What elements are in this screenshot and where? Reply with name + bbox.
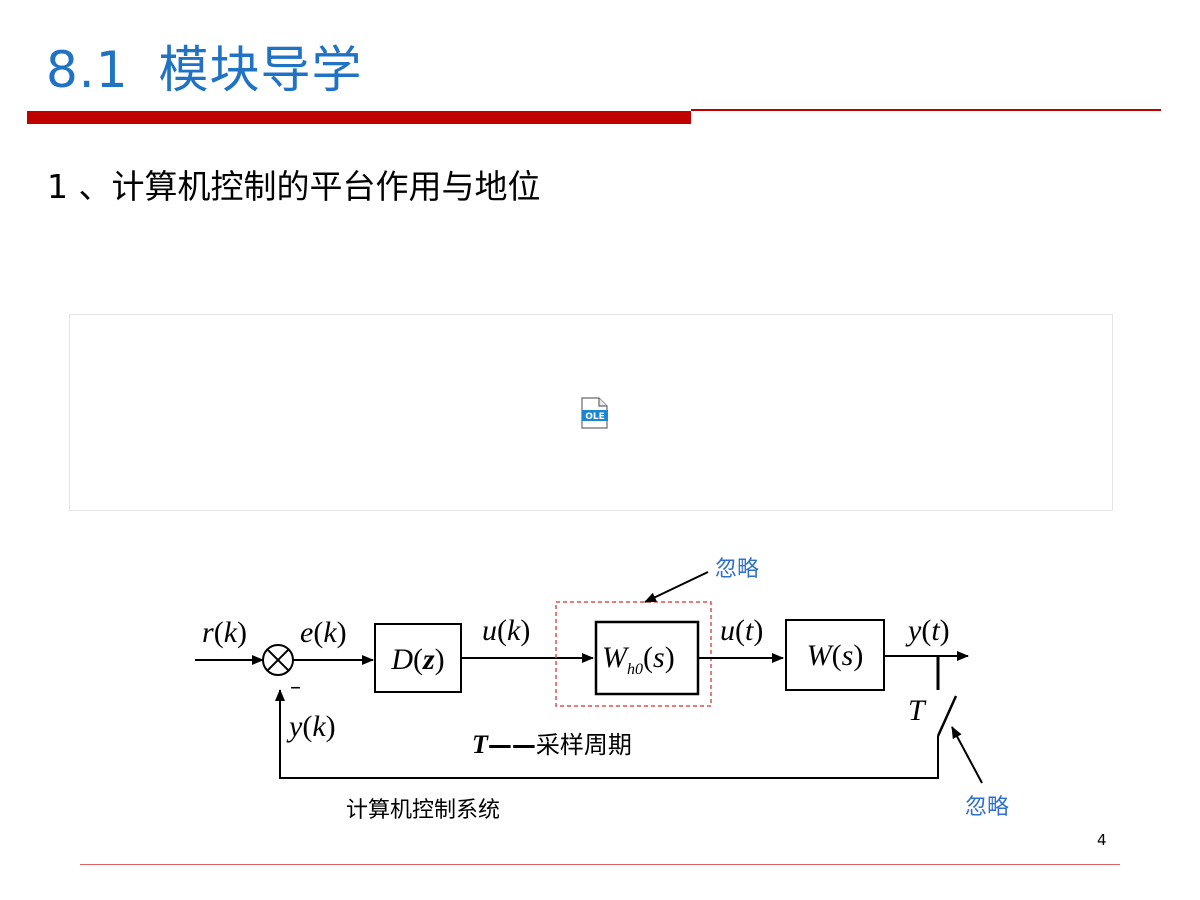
ignore-annotation-bottom: 忽略 — [965, 795, 1009, 820]
sampler-period-label: T — [908, 694, 927, 727]
slide-title: 8.1 模块导学 — [46, 30, 363, 102]
page-number: 4 — [1097, 831, 1107, 849]
ignored-region-box — [555, 601, 712, 707]
ole-object-icon[interactable]: OLE — [579, 397, 611, 429]
feedback-path — [275, 689, 939, 779]
footer-rule — [80, 864, 1120, 865]
output-signal-label: y(t) — [905, 614, 950, 647]
control-system-diagram: r(k) – e(k) D(z) u(k) Wh0(s) u(t) W(s) y… — [0, 540, 1200, 840]
control-signal-label: u(k) — [482, 614, 530, 647]
sampler-switch — [936, 695, 958, 737]
ignore-arrow-bottom — [951, 726, 983, 784]
hold-label: Wh0(s) — [602, 641, 675, 678]
ole-icon-label: OLE — [585, 412, 605, 422]
ignore-annotation-top: 忽略 — [715, 557, 759, 582]
input-signal-label: r(k) — [202, 616, 247, 649]
ole-object-frame[interactable] — [69, 314, 1113, 511]
plant-block — [785, 619, 885, 691]
hold-block — [594, 620, 700, 696]
title-text: 模块导学 — [158, 41, 363, 99]
plant-label: W(s) — [807, 639, 864, 672]
diagram-caption: 计算机控制系统 — [346, 798, 501, 823]
error-signal-label: e(k) — [300, 616, 347, 649]
title-rule-thin — [691, 109, 1161, 111]
title-rule-thick — [27, 111, 691, 124]
section-subtitle: 1 、计算机控制的平台作用与地位 — [47, 167, 541, 206]
title-number: 8.1 — [46, 41, 129, 99]
feedback-minus-sign: – — [290, 675, 301, 700]
continuous-control-label: u(t) — [720, 614, 763, 647]
sampling-period-note: T——采样周期 — [472, 730, 632, 759]
summing-junction — [262, 644, 294, 676]
controller-label: D(z) — [390, 643, 444, 676]
ignore-arrow-top — [644, 571, 709, 603]
controller-block — [374, 623, 462, 693]
feedback-signal-label: y(k) — [286, 710, 336, 743]
